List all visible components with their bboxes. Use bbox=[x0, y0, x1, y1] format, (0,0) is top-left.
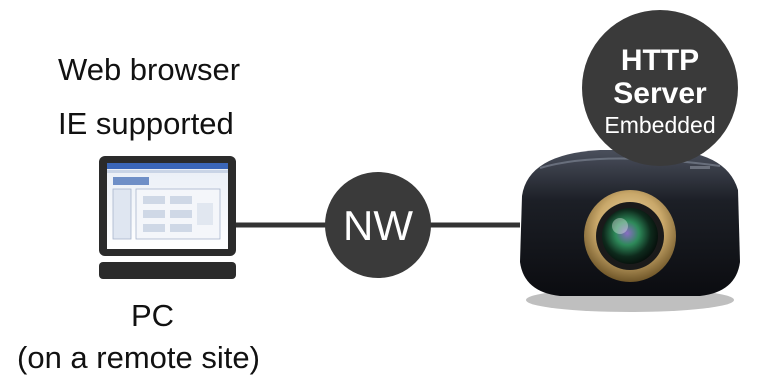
pc-location-label: (on a remote site) bbox=[17, 340, 260, 375]
server-label: Server bbox=[613, 77, 707, 110]
http-server-badge bbox=[582, 10, 738, 166]
browser-label: Web browser bbox=[58, 52, 241, 87]
browser-support-label: IE supported bbox=[58, 106, 234, 141]
network-label: NW bbox=[343, 202, 413, 249]
projector-icon bbox=[520, 150, 740, 312]
network-node bbox=[325, 172, 431, 278]
laptop-icon bbox=[99, 156, 236, 279]
http-label: HTTP bbox=[621, 44, 699, 77]
pc-label: PC bbox=[131, 298, 175, 333]
embedded-label: Embedded bbox=[604, 112, 715, 138]
